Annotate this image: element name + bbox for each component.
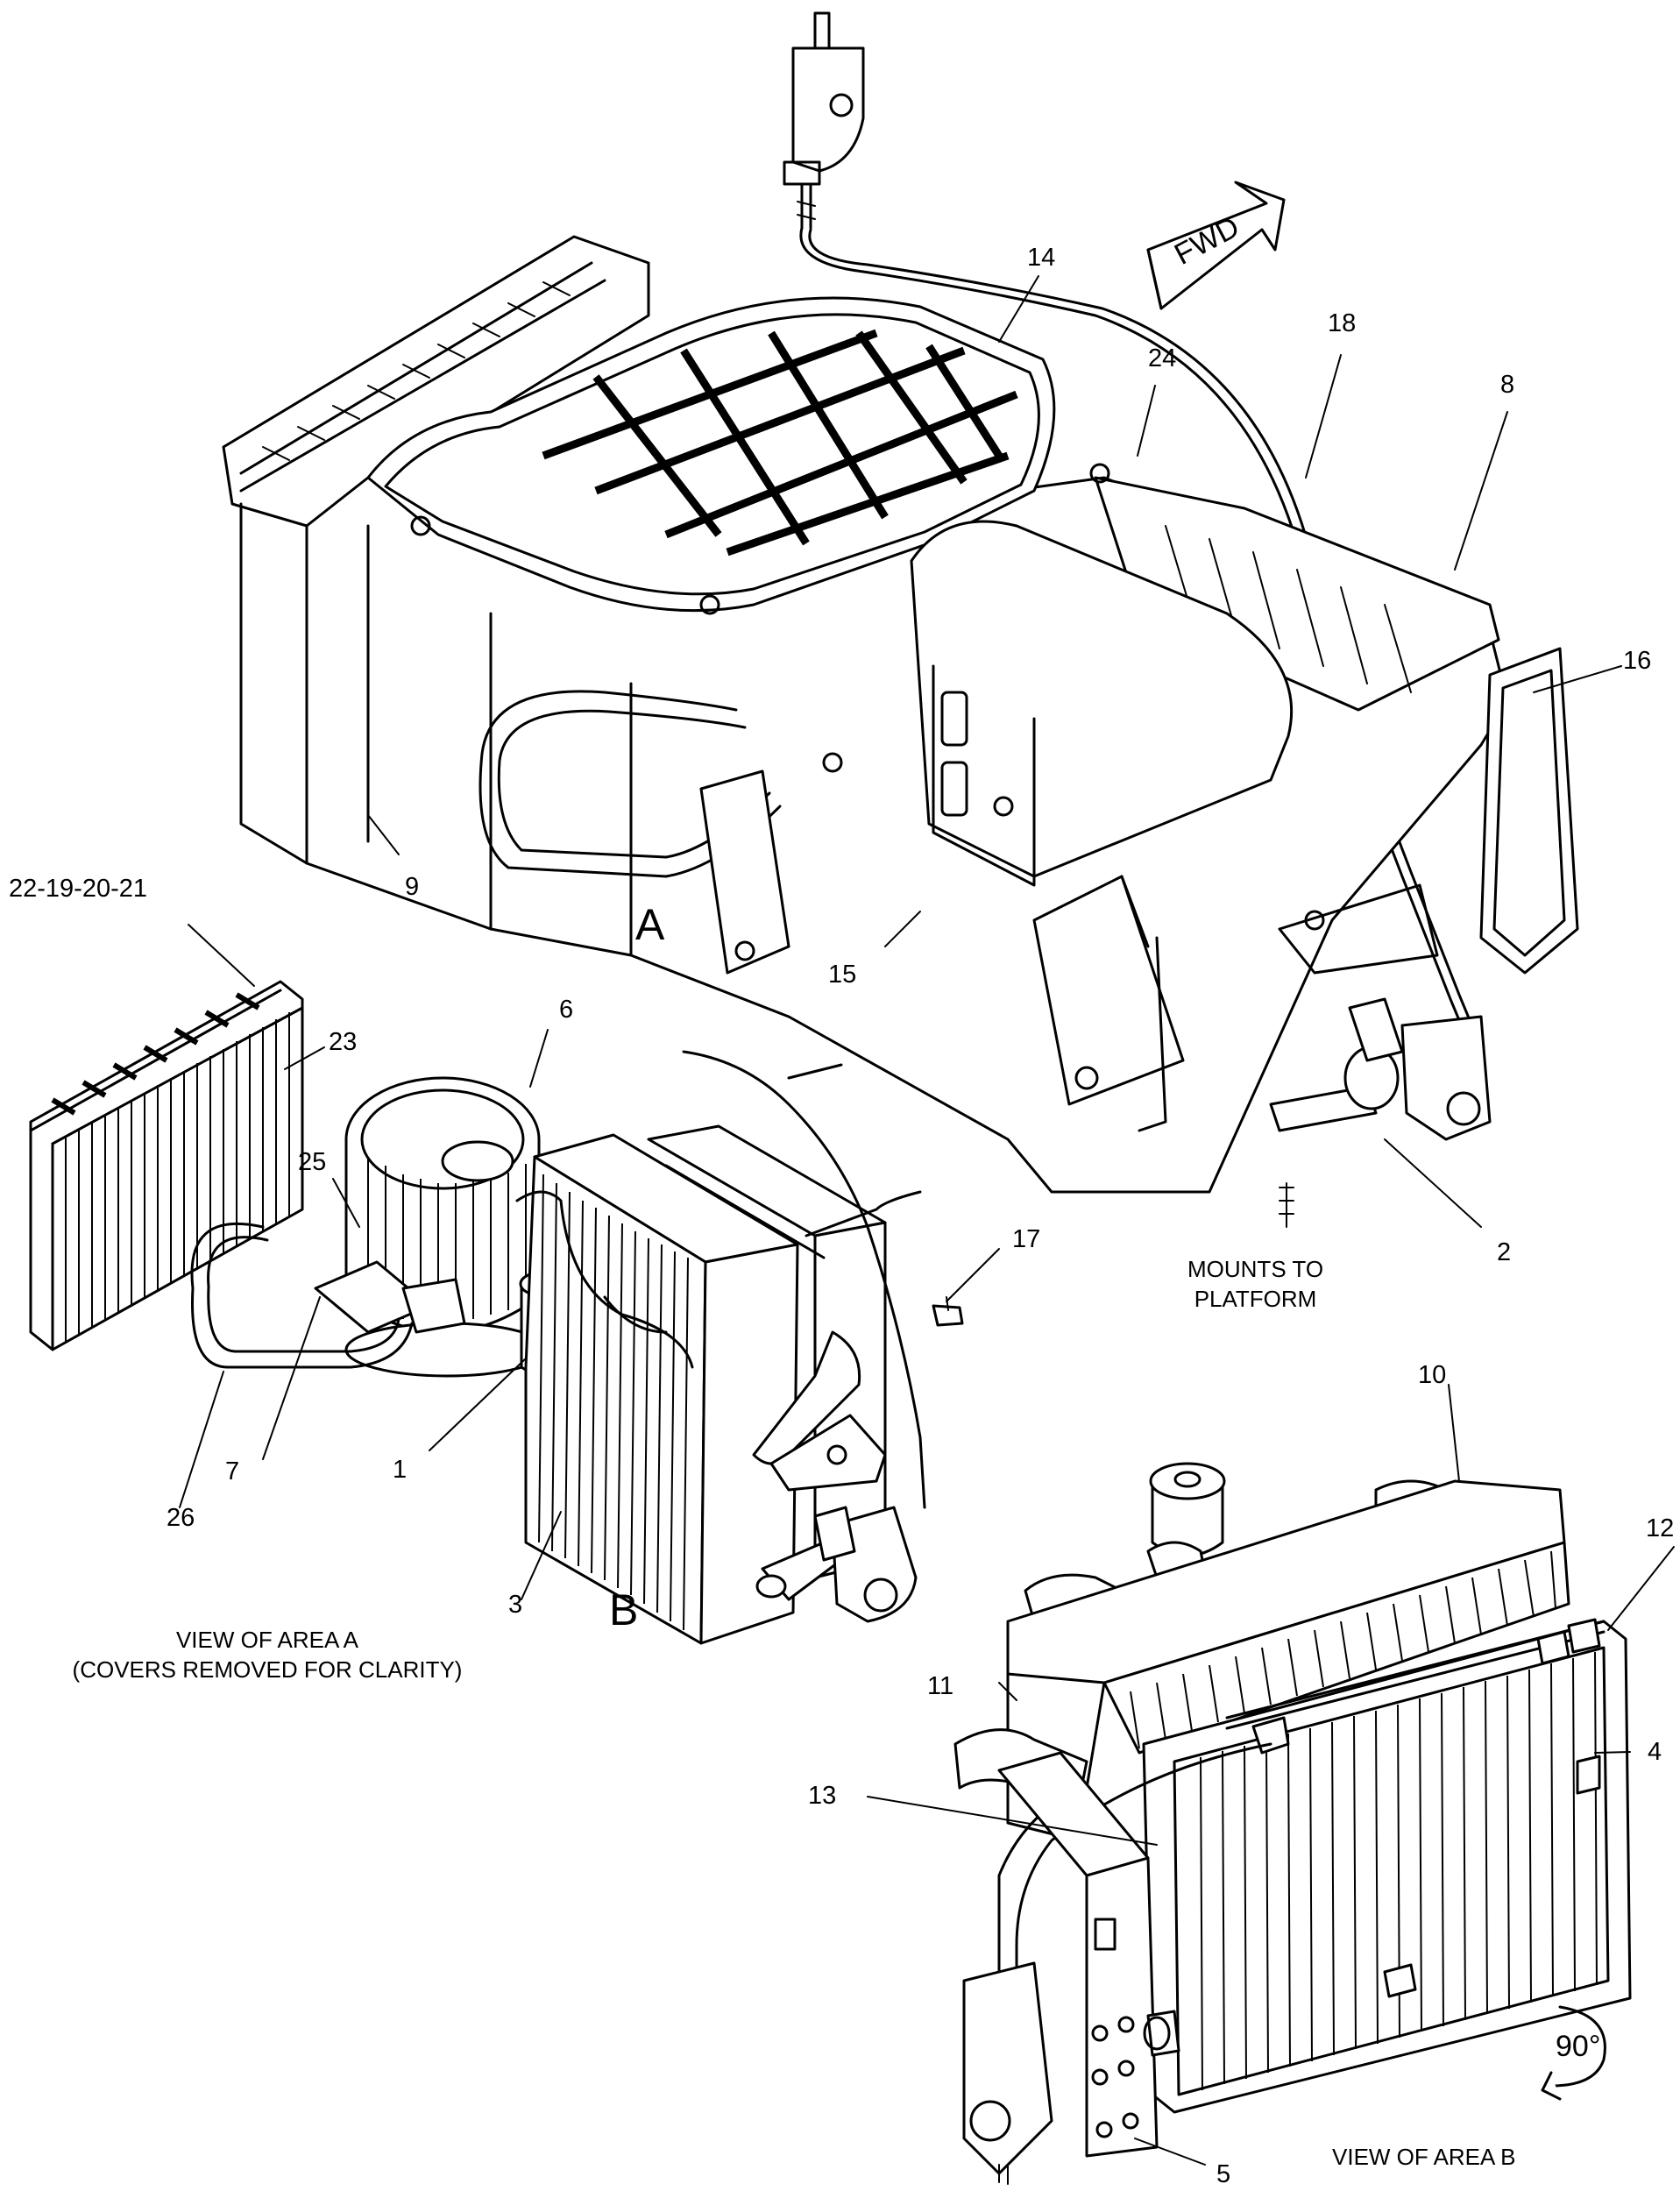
cover-bolts (410, 463, 1325, 931)
callout-10: 10 (1418, 1361, 1447, 1389)
filter-element (29, 980, 304, 1351)
area-label-b: B (609, 1585, 639, 1634)
mounting-brackets (699, 769, 1185, 1132)
expansion-valve (1269, 883, 1492, 1141)
callout-24: 24 (1148, 344, 1177, 372)
callout-12: 12 (1646, 1514, 1675, 1542)
blower-housing (910, 520, 1294, 887)
leader-lines-top (367, 275, 1622, 1228)
callout-15: 15 (828, 961, 857, 989)
area-label-a: A (635, 900, 665, 949)
callout-17: 17 (1012, 1225, 1041, 1253)
drain-hose (478, 690, 782, 878)
leader-lines-bottom (867, 1384, 1675, 2166)
rotate-90-arrow (1549, 2005, 1606, 2088)
callout-9: 9 (405, 873, 420, 901)
temperature-sensor-bulb (783, 11, 865, 230)
callout-1: 1 (393, 1456, 408, 1484)
blower-motor-assembly (190, 1076, 571, 1378)
callout-6: 6 (559, 996, 574, 1024)
evaporator-view-b (953, 1462, 1632, 2185)
callout-22-19-20-21: 22-19-20-21 (9, 875, 147, 903)
callout-16: 16 (1623, 647, 1652, 675)
view-a-line1: VIEW OF AREA A (175, 1627, 359, 1653)
callout-11: 11 (927, 1672, 954, 1700)
callout-4: 4 (1648, 1738, 1662, 1766)
rotation-label: 90° (1556, 2030, 1601, 2063)
view-a-caption: VIEW OF AREA A (COVERS REMOVED FOR CLARI… (31, 1626, 504, 1685)
view-b-caption: VIEW OF AREA B (1332, 2144, 1516, 2170)
heater-core (515, 1050, 926, 1645)
filter-cover (222, 235, 650, 865)
fwd-direction-arrow (1146, 181, 1286, 310)
view-a-line2: (COVERS REMOVED FOR CLARITY) (72, 1656, 463, 1683)
mounts-note-line2: PLATFORM (1194, 1285, 1317, 1312)
wire-clip (932, 1296, 964, 1327)
callout-2: 2 (1497, 1238, 1512, 1266)
callout-3: 3 (508, 1591, 523, 1619)
mounts-note-line1: MOUNTS TO (1187, 1256, 1324, 1282)
callout-25: 25 (298, 1148, 327, 1176)
callout-8: 8 (1500, 371, 1515, 399)
callout-26: 26 (167, 1504, 195, 1532)
evaporator-cover (366, 296, 1056, 613)
hvac-housing (222, 11, 1579, 1228)
callout-13: 13 (808, 1782, 837, 1810)
mounts-to-platform-note: MOUNTS TO PLATFORM (1187, 1255, 1323, 1315)
callout-23: 23 (329, 1028, 358, 1056)
leader-lines-middle (179, 924, 1000, 1600)
callout-5: 5 (1216, 2160, 1231, 2188)
callout-18: 18 (1328, 309, 1357, 337)
callout-7: 7 (225, 1457, 240, 1485)
callout-14: 14 (1027, 244, 1056, 272)
